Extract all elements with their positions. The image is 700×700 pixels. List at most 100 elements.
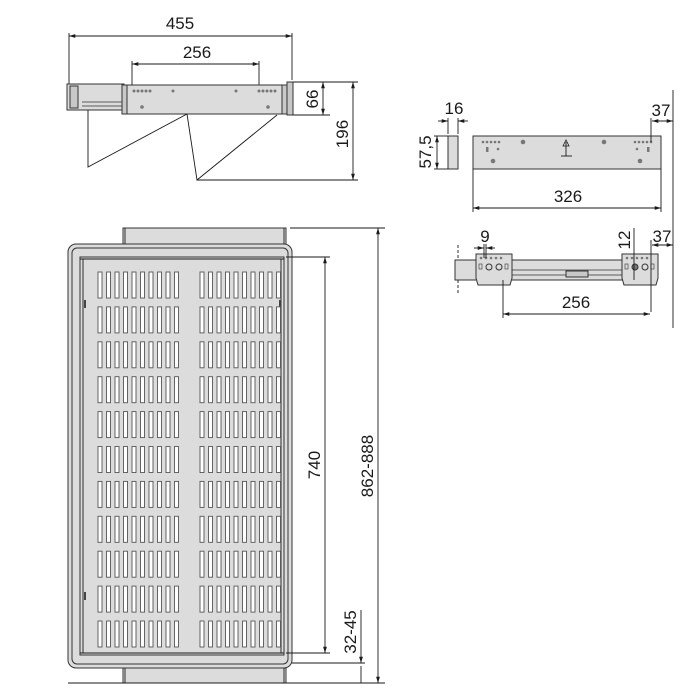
slot xyxy=(106,306,111,334)
slot xyxy=(165,376,171,404)
slot xyxy=(165,446,171,473)
slot xyxy=(106,515,111,543)
slot xyxy=(216,411,222,439)
slot xyxy=(174,411,179,439)
slot xyxy=(106,411,111,439)
slot xyxy=(97,550,103,578)
slot xyxy=(259,515,264,543)
slot xyxy=(131,585,137,613)
slot xyxy=(259,341,264,369)
slot xyxy=(216,376,222,404)
slot xyxy=(250,411,256,439)
slot xyxy=(216,480,222,508)
slot xyxy=(267,446,273,473)
slot xyxy=(250,480,256,508)
slot xyxy=(174,306,179,334)
slot xyxy=(259,306,264,334)
slot xyxy=(208,620,213,648)
slot xyxy=(208,341,213,369)
slot xyxy=(259,376,264,404)
slot xyxy=(157,550,162,578)
slot xyxy=(97,480,103,508)
slot xyxy=(157,306,162,334)
slot xyxy=(250,446,256,473)
slot xyxy=(267,585,273,613)
dim-16: 16 xyxy=(445,99,464,118)
bracket-end-profile xyxy=(447,135,459,170)
slot xyxy=(242,515,247,543)
slot xyxy=(242,271,247,299)
slot xyxy=(242,480,247,508)
slot xyxy=(276,585,281,613)
slot xyxy=(259,550,264,578)
dim-256-side: 256 xyxy=(183,43,211,62)
slot xyxy=(199,411,205,439)
slot xyxy=(157,376,162,404)
slot xyxy=(233,550,239,578)
slot xyxy=(140,550,145,578)
slot xyxy=(225,446,230,473)
slot xyxy=(216,515,222,543)
slot xyxy=(276,550,281,578)
slot xyxy=(233,515,239,543)
slot xyxy=(123,515,128,543)
slot xyxy=(123,306,128,334)
dim-196: 196 xyxy=(333,120,352,148)
slot xyxy=(233,271,239,299)
fixing-holes xyxy=(132,89,277,109)
slot xyxy=(276,480,281,508)
slot xyxy=(140,585,145,613)
slot xyxy=(157,480,162,508)
slot xyxy=(216,585,222,613)
slot xyxy=(267,376,273,404)
dim-12: 12 xyxy=(615,231,634,250)
slot xyxy=(276,620,281,648)
slot xyxy=(174,446,179,473)
runner-profile xyxy=(121,84,287,115)
slot xyxy=(259,480,264,508)
slot xyxy=(97,585,103,613)
slot xyxy=(259,585,264,613)
slot xyxy=(165,550,171,578)
slot xyxy=(131,515,137,543)
slot xyxy=(114,341,120,369)
slot xyxy=(276,376,281,404)
slot xyxy=(259,446,264,473)
slot xyxy=(216,550,222,578)
slot xyxy=(140,446,145,473)
slot xyxy=(199,341,205,369)
dim-326: 326 xyxy=(554,187,582,206)
slot xyxy=(165,585,171,613)
plan-view: 740 862-888 32-45 xyxy=(67,227,385,684)
slot xyxy=(242,585,247,613)
slot xyxy=(148,550,154,578)
slot xyxy=(225,620,230,648)
slot xyxy=(131,271,137,299)
slot xyxy=(208,550,213,578)
slot xyxy=(208,306,213,334)
slot xyxy=(97,376,103,404)
slot xyxy=(131,341,137,369)
slot xyxy=(131,620,137,648)
direction-arrow-icon xyxy=(561,139,572,157)
slot xyxy=(216,271,222,299)
slot xyxy=(225,480,230,508)
dim-862-888: 862-888 xyxy=(358,435,377,497)
slot xyxy=(242,376,247,404)
slot xyxy=(148,271,154,299)
slot xyxy=(225,585,230,613)
slot xyxy=(174,585,179,613)
slot xyxy=(123,376,128,404)
slot xyxy=(233,620,239,648)
side-view: 455 256 66 xyxy=(66,14,358,181)
slot xyxy=(131,480,137,508)
front-runner-block xyxy=(122,667,287,684)
slot xyxy=(157,271,162,299)
slot xyxy=(199,376,205,404)
slot xyxy=(242,550,247,578)
slot xyxy=(199,446,205,473)
slot xyxy=(259,411,264,439)
slot xyxy=(140,515,145,543)
slot xyxy=(225,515,230,543)
